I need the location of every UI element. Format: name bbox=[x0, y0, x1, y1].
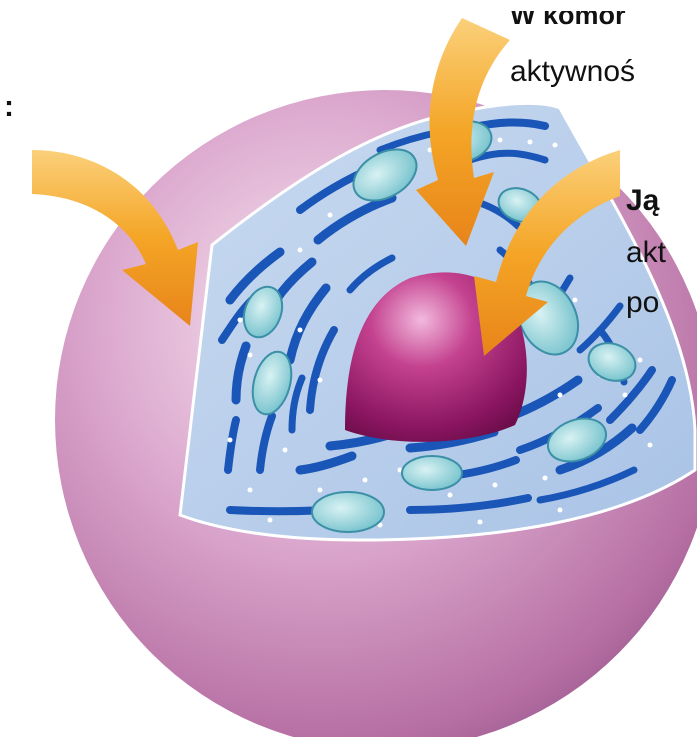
right-heading-label: Ją bbox=[626, 186, 659, 216]
left-colon-label: : bbox=[4, 92, 14, 122]
right-description-line-1: akt bbox=[626, 238, 666, 268]
top-description-label: aktywnoś bbox=[510, 57, 635, 87]
right-description-line-2: po bbox=[626, 288, 659, 318]
